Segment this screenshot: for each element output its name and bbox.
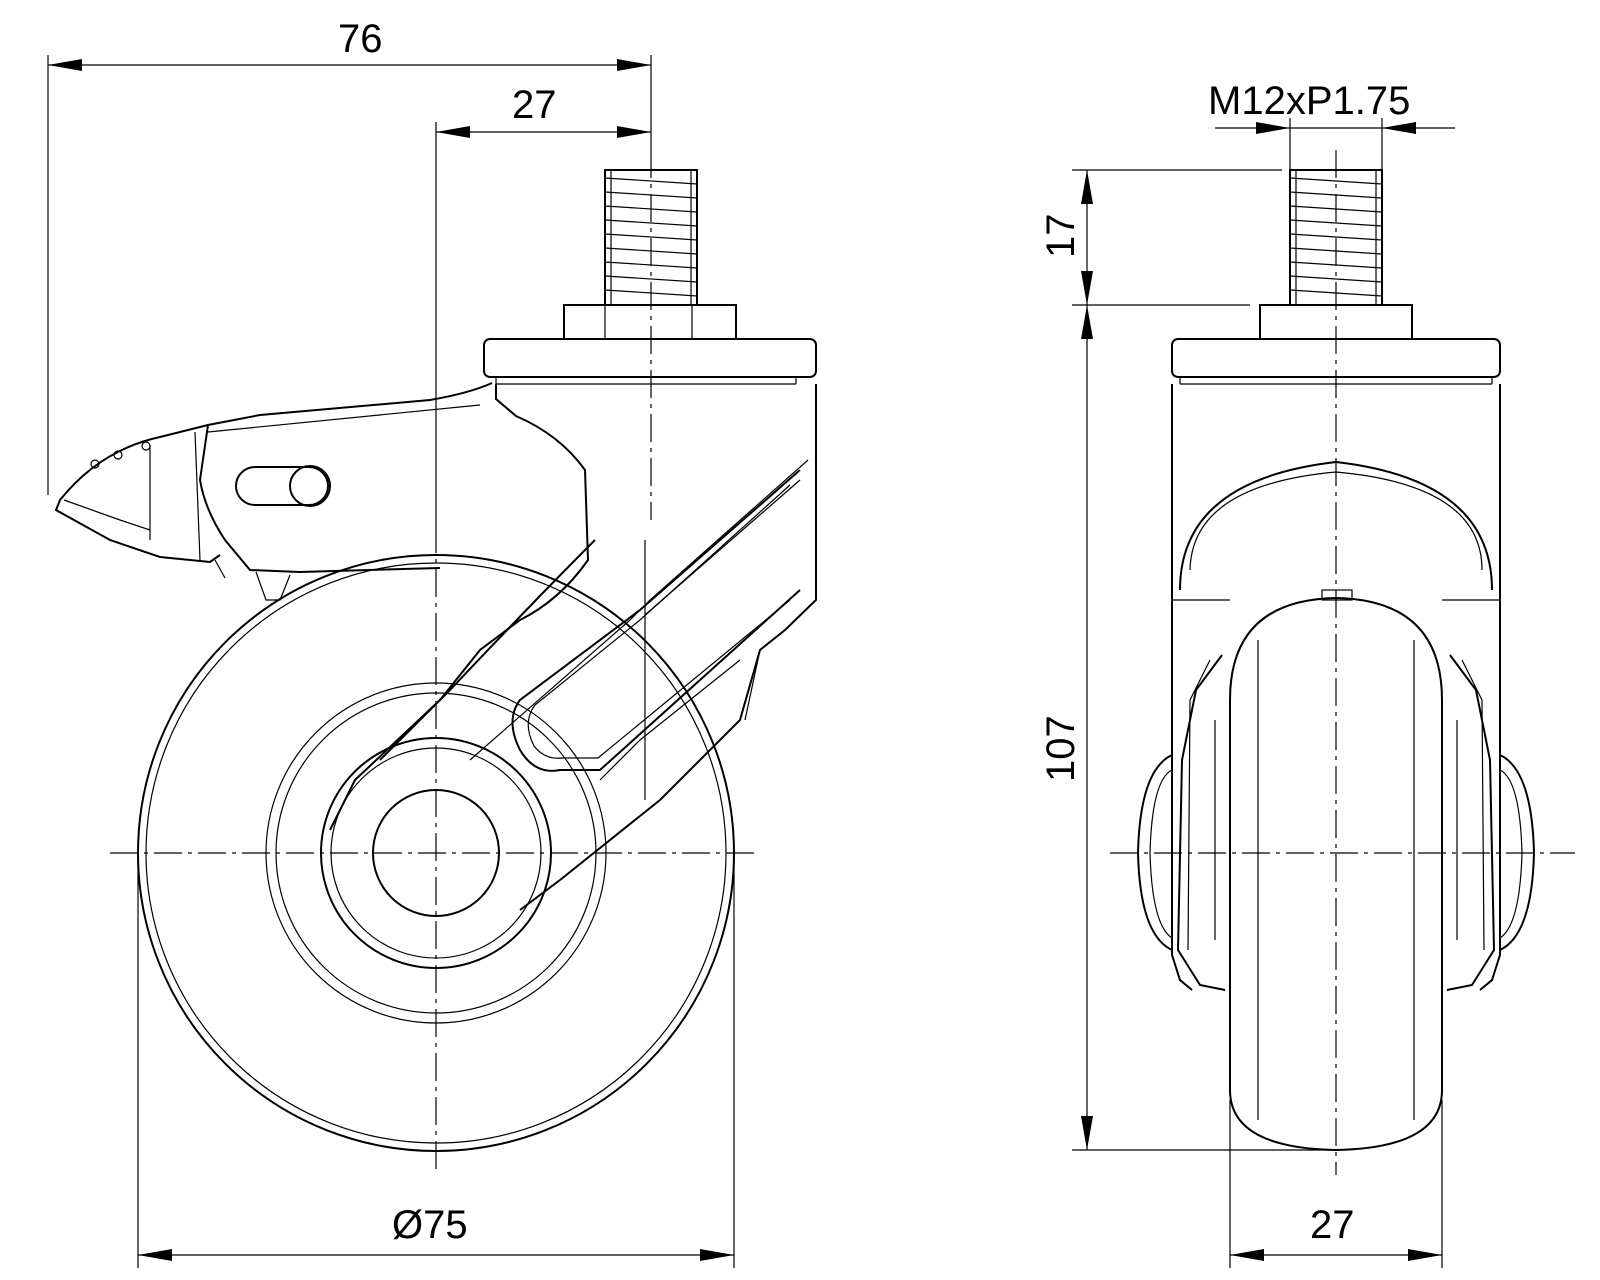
dim-offset-label: 27 (512, 83, 557, 127)
front-centerlines (1110, 150, 1575, 1175)
dimension-wheel-diameter: Ø75 (137, 853, 735, 1268)
side-brake-pedal (54, 382, 493, 601)
front-axle-caps (1136, 654, 1536, 991)
front-wheel (1229, 589, 1443, 1152)
dim-wheel-width-label: 27 (1310, 1203, 1355, 1247)
side-top-plate (483, 304, 817, 385)
front-view: M12xP1.75 17 107 27 (1039, 79, 1575, 1268)
dimension-offset: 27 (435, 83, 651, 525)
dim-thread-label: M12xP1.75 (1208, 79, 1410, 123)
dim-wheel-diameter-label: Ø75 (392, 1203, 468, 1247)
dim-thread-length-label: 17 (1039, 214, 1083, 259)
dimension-thread-length: 17 (1039, 169, 1282, 306)
side-fork (329, 384, 817, 911)
dimension-overall-width: 76 (47, 17, 652, 495)
side-view: 76 27 Ø75 (47, 17, 817, 1268)
dimension-height: 107 (1039, 305, 1336, 1151)
dim-height-label: 107 (1039, 715, 1083, 782)
side-centerlines (110, 150, 760, 1175)
dimension-thread: M12xP1.75 (1208, 79, 1455, 170)
dimension-wheel-width: 27 (1229, 1100, 1443, 1268)
dim-overall-width-label: 76 (338, 17, 383, 61)
